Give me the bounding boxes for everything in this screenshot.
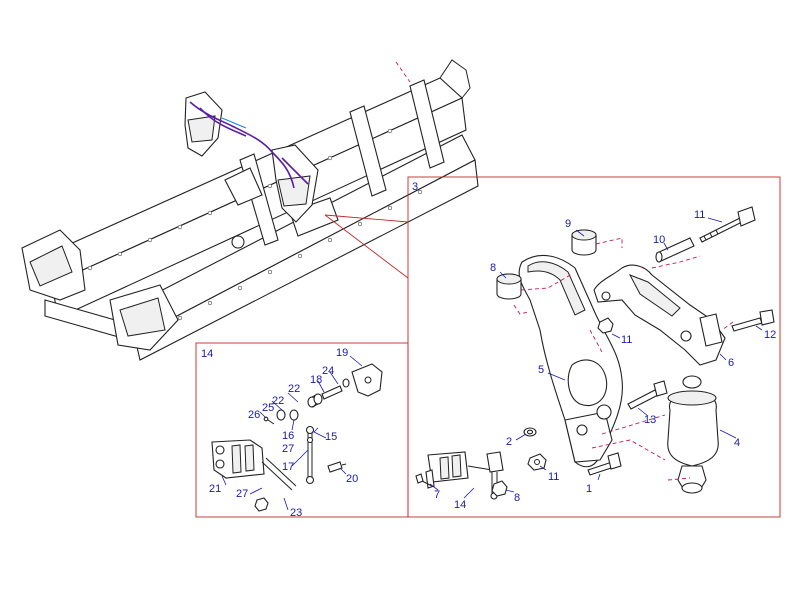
callout-22a: 22 xyxy=(288,383,300,395)
callout-16: 16 xyxy=(282,430,294,442)
callout-23: 23 xyxy=(290,507,302,519)
bolt-part-1 xyxy=(587,452,622,476)
callout-26: 26 xyxy=(248,409,260,421)
leaders-detail-3 xyxy=(429,217,763,499)
callout-24: 24 xyxy=(322,365,334,377)
valve-body-part-20 xyxy=(211,439,297,491)
callout-27-lower: 27 xyxy=(236,488,248,500)
callout-10: 11 xyxy=(694,209,705,221)
callout-5: 5 xyxy=(538,364,544,376)
leaders-detail-14 xyxy=(221,355,363,511)
bushing-part-8a xyxy=(496,273,522,300)
washer-part-16 xyxy=(289,409,299,421)
nut-part-11a xyxy=(527,453,547,471)
washer-part-27 xyxy=(306,436,314,444)
bolt-part-21 xyxy=(327,461,347,473)
callout-1: 1 xyxy=(586,483,592,495)
nut-part-11c xyxy=(491,480,508,497)
bolt-part-12 xyxy=(731,309,775,332)
callout-27-upper: 27 xyxy=(282,443,294,455)
callout-13: 13 xyxy=(644,414,656,426)
callout-8a: 8 xyxy=(490,262,496,274)
callout-14: 14 xyxy=(454,499,466,511)
bolt-part-18 xyxy=(321,385,343,400)
bolt-part-13 xyxy=(627,380,668,410)
air-spring-part-4 xyxy=(667,375,719,494)
callout-9: 10 xyxy=(653,234,665,246)
bracket-part-19 xyxy=(351,363,383,397)
callout-25: 25 xyxy=(262,402,274,414)
callout-6: 6 xyxy=(728,357,734,369)
callout-18: 18 xyxy=(310,374,322,386)
callout-2: 2 xyxy=(506,436,512,448)
frame-3-label: 3 xyxy=(412,181,418,193)
sleeve-part-22b xyxy=(276,409,286,421)
callout-21: 20 xyxy=(346,473,358,485)
frame-14-label: 14 xyxy=(201,348,213,360)
bushing-part-8b xyxy=(571,229,597,256)
pin-part-26 xyxy=(263,416,275,425)
sleeve-part-9 xyxy=(655,237,695,263)
sleeve-part-22a xyxy=(307,393,323,408)
nut-part-11b xyxy=(597,317,614,334)
screw-part-7 xyxy=(415,473,433,487)
washer-part-2 xyxy=(523,427,537,437)
callout-17: 17 xyxy=(282,461,294,473)
callout-11-valve: 8 xyxy=(514,492,520,504)
callout-20: 21 xyxy=(209,483,221,495)
detail-frame-3: 3 xyxy=(407,176,781,518)
callout-4: 4 xyxy=(734,437,740,449)
callout-11-upper: 11 xyxy=(621,334,632,346)
callout-22b: 22 xyxy=(272,395,284,407)
callout-12: 12 xyxy=(764,329,776,341)
callout-19: 19 xyxy=(336,347,348,359)
upper-arm-part-5 xyxy=(518,254,623,468)
bolt-part-10 xyxy=(699,206,756,243)
nut-part-23 xyxy=(254,497,269,512)
callout-15: 15 xyxy=(325,431,337,443)
callout-7: 7 xyxy=(434,489,440,501)
chassis-frame-drawing xyxy=(21,59,479,361)
leveling-valve-part-14 xyxy=(425,451,504,500)
callout-8b: 9 xyxy=(565,218,571,230)
rod-part-17 xyxy=(305,425,315,485)
chassis-suspension-front xyxy=(184,91,319,223)
detail-frame-14: 14 xyxy=(195,342,409,519)
lower-arm-part-6 xyxy=(593,264,726,366)
washer-part-24 xyxy=(342,378,350,388)
callout-11-lower: 11 xyxy=(548,471,559,483)
